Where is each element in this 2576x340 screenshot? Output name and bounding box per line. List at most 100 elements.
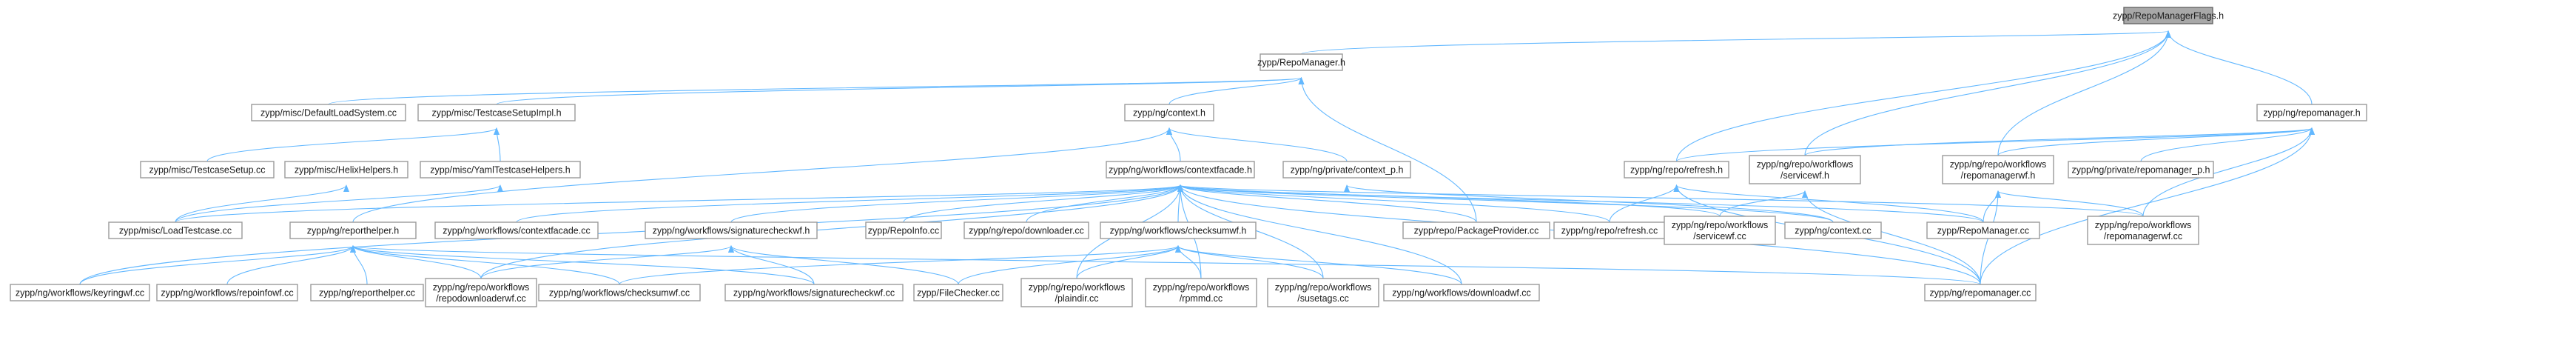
node-label: zypp/repo/PackageProvider.cc: [1414, 226, 1539, 236]
node-label: zypp/ng/repo/workflows: [1275, 282, 1372, 293]
node-label: /repomanagerwf.h: [1961, 170, 2036, 181]
node-ng-repo-refresh-h[interactable]: zypp/ng/repo/refresh.h: [1624, 161, 1729, 179]
node-label: zypp/RepoInfo.cc: [868, 226, 940, 236]
node-label: zypp/ng/workflows/signaturecheckwf.h: [653, 226, 810, 236]
node-box: [1020, 278, 1133, 307]
dependency-edges: [79, 30, 2315, 285]
node-wf-signaturecheckwf-cc[interactable]: zypp/ng/workflows/signaturecheckwf.cc: [724, 284, 904, 301]
node-wf-susetags-cc[interactable]: zypp/ng/repo/workflows/susetags.cc: [1267, 278, 1379, 307]
edge-ng-context-h-to-contextfacade-h: [1166, 127, 1181, 162]
node-wf-rpmmd-cc[interactable]: zypp/ng/repo/workflows/rpmmd.cc: [1145, 278, 1257, 307]
node-wf-servicewf-cc[interactable]: zypp/ng/repo/workflows/servicewf.cc: [1664, 216, 1776, 245]
node-wf-signaturecheckwf-h[interactable]: zypp/ng/workflows/signaturecheckwf.h: [645, 221, 818, 239]
node-repomanager-h[interactable]: zypp/RepoManager.h: [1257, 53, 1345, 71]
node-wf-checksumwf-cc[interactable]: zypp/ng/workflows/checksumwf.cc: [538, 284, 701, 301]
edge-reporthelper-h-to-wf-signaturecheckwf-cc: [350, 245, 815, 285]
edge-contextfacade-h-to-ng-repo-refresh-cc: [1177, 184, 1610, 223]
node-label: /repodownloaderwf.cc: [436, 293, 526, 304]
node-box: [284, 161, 408, 179]
edge-wf-servicewf-h-to-ng-repomanager-cc: [1802, 190, 1981, 285]
node-box: [1106, 161, 1255, 179]
node-reporthelper-cc[interactable]: zypp/ng/reporthelper.cc: [310, 284, 424, 301]
node-label: zypp/RepoManager.cc: [1937, 226, 2029, 236]
node-box: [2068, 161, 2214, 179]
node-yaml-testcase-helpers-h[interactable]: zypp/misc/YamlTestcaseHelpers.h: [420, 161, 581, 179]
node-wf-servicewf-h[interactable]: zypp/ng/repo/workflows/servicewf.h: [1749, 155, 1861, 184]
node-wf-repoinfowf-cc[interactable]: zypp/ng/workflows/repoinfowf.cc: [156, 284, 298, 301]
edge-ng-repomanager-h-to-ng-repomanager-cc: [1980, 127, 2315, 285]
node-wf-repomanagerwf-h[interactable]: zypp/ng/repo/workflows/repomanagerwf.h: [1942, 155, 2054, 184]
edge-root-to-wf-servicewf-h: [1804, 30, 2171, 156]
node-helix-helpers-h[interactable]: zypp/misc/HelixHelpers.h: [284, 161, 408, 179]
node-box: [417, 104, 576, 121]
node-wf-keyringwf-cc[interactable]: zypp/ng/workflows/keyringwf.cc: [10, 284, 150, 301]
edge-wf-checksumwf-h-to-wf-plaindir-cc: [1076, 245, 1181, 279]
node-contextfacade-h[interactable]: zypp/ng/workflows/contextfacade.h: [1106, 161, 1255, 179]
node-ng-context-cc[interactable]: zypp/ng/context.cc: [1784, 221, 1882, 239]
node-ng-repomanager-cc[interactable]: zypp/ng/repomanager.cc: [1924, 284, 2037, 301]
node-label: /servicewf.h: [1780, 170, 1829, 181]
node-load-testcase-cc[interactable]: zypp/misc/LoadTestcase.cc: [108, 221, 243, 239]
node-ng-repo-refresh-cc[interactable]: zypp/ng/repo/refresh.cc: [1553, 221, 1666, 239]
edge-wf-checksumwf-h-to-wf-checksumwf-cc: [619, 245, 1181, 285]
node-box: [1100, 221, 1257, 239]
node-box: [1124, 104, 1214, 121]
node-package-provider-cc[interactable]: zypp/repo/PackageProvider.cc: [1402, 221, 1550, 239]
node-label: zypp/misc/TestcaseSetup.cc: [149, 165, 265, 176]
node-box: [434, 221, 599, 239]
node-wf-contextfacade-cc[interactable]: zypp/ng/workflows/contextfacade.cc: [434, 221, 599, 239]
file-nodes: zypp/RepoManagerFlags.h zypp/RepoManager.…: [10, 7, 2367, 307]
node-box: [1624, 161, 1729, 179]
node-label: zypp/ng/repo/workflows: [1672, 220, 1769, 230]
node-ng-private-repomanager-p-h[interactable]: zypp/ng/private/repomanager_p.h: [2068, 161, 2214, 179]
node-default-load-system[interactable]: zypp/misc/DefaultLoadSystem.cc: [251, 104, 406, 121]
node-box: [1942, 155, 2054, 184]
node-ng-repomanager-h[interactable]: zypp/ng/repomanager.h: [2256, 104, 2367, 121]
node-label: zypp/ng/repomanager.h: [2263, 108, 2360, 119]
node-wf-downloadwf-cc[interactable]: zypp/ng/workflows/downloadwf.cc: [1383, 284, 1540, 301]
node-box: [420, 161, 581, 179]
edge-ng-repomanager-h-to-wf-repomanagerwf-cc: [2142, 127, 2315, 217]
node-ng-context-h[interactable]: zypp/ng/context.h: [1124, 104, 1214, 121]
node-repo-manager-cc[interactable]: zypp/RepoManager.cc: [1926, 221, 2040, 239]
edge-contextfacade-h-to-wf-repodownloaderwf-cc: [480, 184, 1183, 279]
node-box: [10, 284, 150, 301]
node-label: /plaindir.cc: [1055, 293, 1098, 304]
node-testcase-setup-cc[interactable]: zypp/misc/TestcaseSetup.cc: [140, 161, 275, 179]
edge-root-to-repomanager-h: [1300, 30, 2170, 55]
node-box: [1282, 161, 1411, 179]
edge-repomanager-h-to-package-provider-cc: [1298, 77, 1477, 223]
node-label: zypp/ng/workflows/repoinfowf.cc: [161, 288, 293, 299]
node-box: [251, 104, 406, 121]
node-box: [1749, 155, 1861, 184]
node-label: zypp/ng/repomanager.cc: [1930, 288, 2031, 299]
edge-contextfacade-h-to-ng-context-cc: [1177, 184, 1834, 223]
node-wf-repomanagerwf-cc[interactable]: zypp/ng/repo/workflows/repomanagerwf.cc: [2087, 216, 2199, 245]
node-label: zypp/misc/LoadTestcase.cc: [119, 226, 232, 236]
edge-reporthelper-h-to-wf-repoinfowf-cc: [226, 245, 356, 285]
node-wf-checksumwf-h[interactable]: zypp/ng/workflows/checksumwf.h: [1100, 221, 1257, 239]
node-box: [724, 284, 904, 301]
node-wf-plaindir-cc[interactable]: zypp/ng/repo/workflows/plaindir.cc: [1020, 278, 1133, 307]
node-box: [425, 278, 537, 307]
edge-wf-signaturecheckwf-h-to-file-checker-cc: [728, 245, 959, 285]
node-ng-repo-downloader-cc[interactable]: zypp/ng/repo/downloader.cc: [964, 221, 1089, 239]
node-wf-repodownloaderwf-cc[interactable]: zypp/ng/repo/workflows/repodownloaderwf.…: [425, 278, 537, 307]
node-label: zypp/ng/workflows/downloadwf.cc: [1392, 288, 1531, 299]
node-testcase-setup-impl-h[interactable]: zypp/misc/TestcaseSetupImpl.h: [417, 104, 576, 121]
node-label: zypp/ng/workflows/signaturecheckwf.cc: [733, 288, 895, 299]
edge-wf-checksumwf-h-to-wf-susetags-cc: [1175, 245, 1324, 279]
node-root[interactable]: zypp/RepoManagerFlags.h: [2113, 7, 2224, 24]
node-file-checker-cc[interactable]: zypp/FileChecker.cc: [913, 284, 1003, 301]
node-label: zypp/RepoManager.h: [1257, 58, 1345, 68]
node-reporthelper-h[interactable]: zypp/ng/reporthelper.h: [289, 221, 417, 239]
edge-yaml-testcase-helpers-h-to-load-testcase-cc: [175, 184, 503, 223]
edge-contextfacade-h-to-ng-repo-downloader-cc: [1026, 184, 1183, 223]
node-label: zypp/ng/repo/workflows: [433, 282, 530, 293]
edge-wf-checksumwf-h-to-file-checker-cc: [958, 245, 1181, 285]
node-ng-private-context-p-h[interactable]: zypp/ng/private/context_p.h: [1282, 161, 1411, 179]
edge-wf-servicewf-h-to-wf-servicewf-cc: [1719, 190, 1808, 217]
edge-testcase-setup-impl-h-to-yaml-testcase-helpers-h: [494, 127, 501, 162]
node-repo-info-cc[interactable]: zypp/RepoInfo.cc: [865, 221, 942, 239]
edge-wf-checksumwf-h-to-wf-downloadwf-cc: [1175, 245, 1462, 285]
